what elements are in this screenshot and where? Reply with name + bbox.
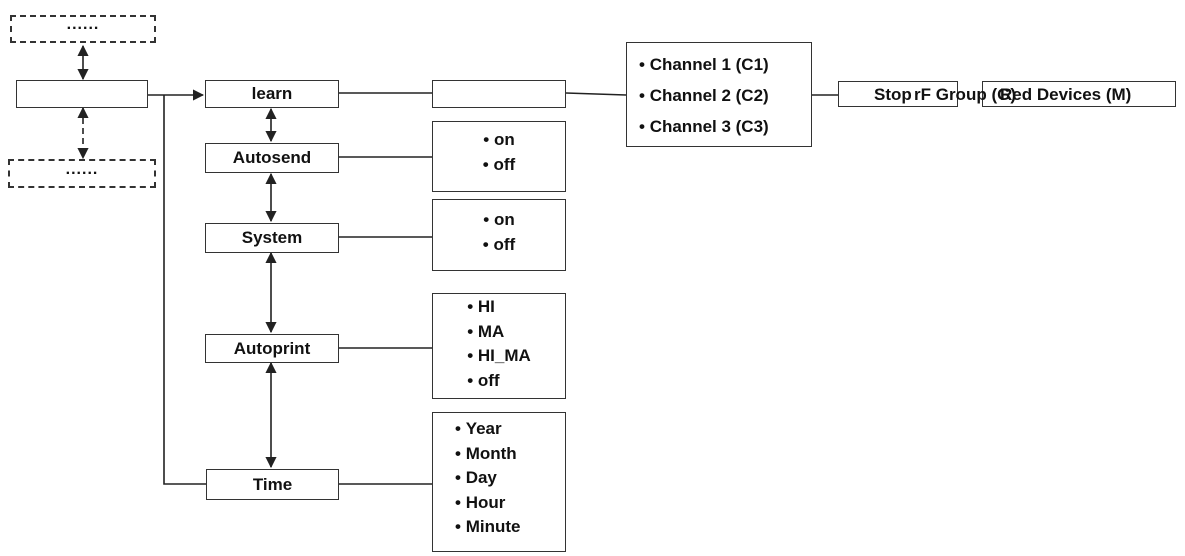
channel-item: Channel 3 (C3) xyxy=(639,111,811,142)
stop-box xyxy=(838,81,958,107)
learn-sub-box xyxy=(432,80,566,108)
top-placeholder-box: ...... xyxy=(10,15,156,43)
top-placeholder-text: ...... xyxy=(66,16,100,33)
devices-box xyxy=(982,81,1176,107)
option-item: Day xyxy=(455,466,565,491)
red-devices-label: Red Devices (M) xyxy=(1000,85,1132,104)
rf-group-label: rF Group (G) xyxy=(914,85,1016,104)
option-item: Minute xyxy=(455,515,565,540)
menu-autosend: Autosend xyxy=(205,143,339,173)
autoprint-options: HI MA HI_MA off xyxy=(432,293,566,399)
autosend-options: on off xyxy=(432,121,566,192)
menu-autoprint: Autoprint xyxy=(205,334,339,363)
channel-item: Channel 2 (C2) xyxy=(639,80,811,111)
option-item: Hour xyxy=(455,491,565,516)
menu-time: Time xyxy=(206,469,339,500)
channel-item: Channel 1 (C1) xyxy=(639,49,811,80)
stop-label: Stop xyxy=(874,85,912,104)
option-item: MA xyxy=(467,320,531,345)
root-box xyxy=(16,80,148,108)
channel-options: Channel 1 (C1) Channel 2 (C2) Channel 3 … xyxy=(626,42,812,147)
option-item: off xyxy=(433,153,565,178)
option-item: on xyxy=(433,208,565,233)
bottom-placeholder-text: ...... xyxy=(65,160,99,178)
menu-system: System xyxy=(205,223,339,253)
option-item: on xyxy=(433,128,565,153)
option-item: Year xyxy=(455,417,565,442)
time-options: Year Month Day Hour Minute xyxy=(432,412,566,552)
menu-learn: learn xyxy=(205,80,339,108)
option-item: Month xyxy=(455,442,565,467)
system-options: on off xyxy=(432,199,566,271)
option-item: off xyxy=(467,369,531,394)
bottom-placeholder-box: ...... xyxy=(8,159,156,188)
option-item: off xyxy=(433,233,565,258)
option-item: HI xyxy=(467,295,531,320)
option-item: HI_MA xyxy=(467,344,531,369)
